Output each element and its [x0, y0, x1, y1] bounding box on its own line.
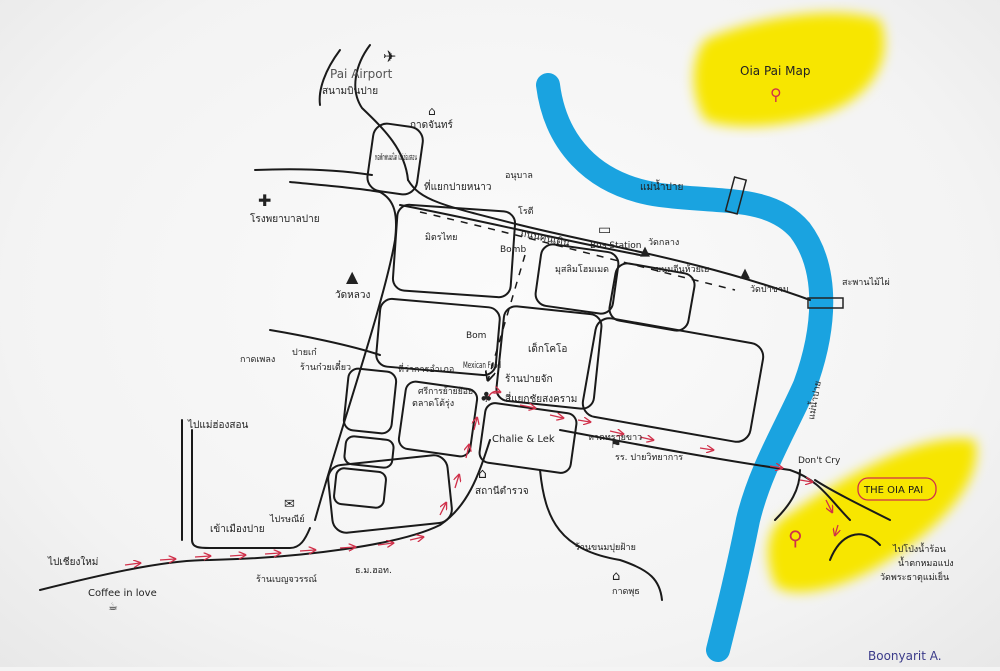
police-label: สถานีตำรวจ — [475, 485, 529, 497]
pai-ko-label: ปายเก๋ — [292, 347, 317, 358]
pai-shop-label: ร้านปายจัก — [505, 373, 553, 385]
school-flag-icon: ⚑ — [610, 437, 622, 452]
the-oia-pai-label: THE OIA PAI — [863, 485, 923, 496]
roads — [39, 44, 891, 601]
pai-school-label: รร. ปายวิทยาการ — [615, 452, 683, 463]
shop-south-label: ร้านขนมปุยฝ้าย — [575, 542, 636, 553]
temple-icon: ▲ — [640, 244, 650, 259]
kad-pleng-label: กาดเพลง — [240, 355, 275, 365]
mail-icon: ✉ — [284, 497, 295, 512]
restaurant-west-label: ร้านก๋วยเตี๋ยว — [300, 360, 351, 373]
khanom-jeen-label: ขนมจีนห้วยเย — [655, 264, 709, 275]
hat-sai-label: หาดทรายขาว — [588, 433, 642, 443]
tree-icon: ♣ — [480, 390, 493, 406]
to-wat-phra-that-label: วัดพระธาตุแม่เย็น — [880, 570, 949, 583]
wat-pa-kham-label: วัดป่าขาม — [750, 285, 789, 295]
title-highlight — [693, 12, 885, 127]
hospital-cross-icon: ✚ — [258, 191, 271, 210]
signature: Boonyarit A. — [868, 649, 942, 663]
destination-highlight — [768, 438, 977, 593]
coffee-in-love-label: Coffee in love — [88, 588, 157, 599]
district-office-label: ที่ว่าการอำเภอ — [398, 362, 454, 375]
mitthai-label: มิตรไทย — [425, 232, 457, 243]
temple-icon: ▲ — [740, 266, 750, 281]
to-hot-spring-label: ไปโป่งน้ำร้อน — [892, 542, 946, 555]
temple-icon: ▲ — [346, 267, 359, 286]
night-market-label: ตลาดโต้รุ่ง — [412, 398, 454, 409]
wat-klang-label: วัดกลาง — [648, 238, 679, 248]
bus-station-label: Bus Station — [590, 241, 641, 251]
post-office-label: ไปรษณีย์ — [269, 513, 305, 525]
bank-label: ธ.ม.ฮอท. — [355, 566, 392, 576]
market-icon: ⌂ — [612, 569, 620, 584]
hospital-label: โรงพยาบาลปาย — [250, 212, 320, 225]
to-waterfall-label: น้ำตกหมอแปง — [898, 556, 954, 569]
enter-pai-label: เข้าเมืองปาย — [210, 523, 265, 535]
si-kan-label: ศรีการย้ายย้อย — [418, 386, 473, 397]
dek-ko-label: เด็กโคโอ — [528, 341, 567, 355]
bridge-north — [724, 176, 748, 215]
bamboo-bridge-label: สะพานไม้ไผ่ — [842, 277, 890, 288]
mexican-food-label: Mexican Food — [463, 361, 501, 371]
to-chiang-mai-label: ไปเชียงใหม่ — [47, 556, 98, 568]
kad-phut-label: กาดพุธ — [612, 587, 640, 597]
bom-label: Bom — [466, 331, 486, 341]
pai-river — [536, 73, 834, 662]
city-blocks — [327, 122, 765, 534]
kindergarten-label: อนุบาล — [505, 171, 533, 181]
coffee-cup-icon: ☕ — [108, 600, 118, 613]
wat-luang-label: วัดหลวง — [335, 290, 370, 301]
walking-street-dashed — [419, 211, 736, 291]
intersection-label: สี่แยกชัยสงคราม — [505, 391, 577, 405]
airport-label: Pai Airport — [330, 67, 393, 81]
charlie-lek-label: Chalie & Lek — [492, 434, 555, 445]
bamboo-bridge-icon — [807, 297, 844, 309]
oia-logo-icon: ⚲ — [770, 85, 782, 104]
kad-chan-label: กาดจันทร์ — [410, 119, 453, 131]
airplane-icon: ✈ — [383, 47, 396, 66]
river-north-label: แม่น้ำปาย — [640, 179, 683, 193]
bus-icon: ▭ — [598, 222, 611, 238]
pai-intersection-label: ที่แยกปายหนาว — [424, 179, 491, 193]
bomb-label: Bomb — [500, 245, 526, 255]
police-station-icon: ⌂ — [478, 466, 487, 482]
oia-logo-icon: ⚲ — [788, 526, 803, 550]
the-oia-pai-callout — [857, 477, 937, 501]
route-arrows — [124, 391, 838, 565]
airport-thai-label: สนามบินปาย — [322, 86, 378, 97]
to-mae-hong-son-label: ไปแม่ฮ่องสอน — [187, 419, 249, 431]
map-title: Oia Pai Map — [740, 64, 810, 78]
benjawan-shop-label: ร้านเบญจวรรณ์ — [256, 573, 317, 585]
hotel-block-label: หอพักพนมนิด แม่ฮ่องสอน — [375, 152, 417, 163]
market-icon: ⌂ — [428, 104, 436, 118]
muslim-food-label: มุสลิมโฮมเมด — [555, 264, 609, 275]
dont-cry-label: Don't Cry — [798, 456, 841, 466]
roti-label: โรตี — [518, 206, 534, 217]
